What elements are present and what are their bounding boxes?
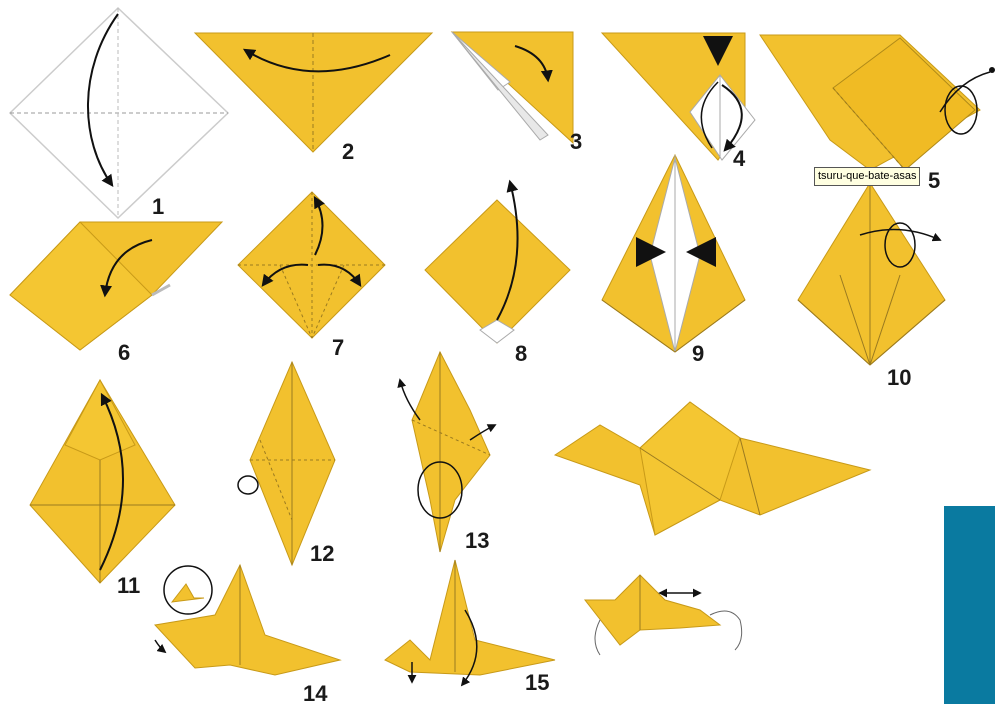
step-10-figure	[798, 183, 945, 365]
step-label-7: 7	[332, 337, 344, 359]
step-label-3: 3	[570, 131, 582, 153]
finished-crane-figure	[555, 402, 870, 535]
step-8-figure	[425, 182, 570, 343]
step-6-figure	[10, 222, 222, 350]
step-label-14: 14	[303, 683, 327, 705]
step-12-figure	[238, 362, 335, 565]
step-label-2: 2	[342, 141, 354, 163]
step-15-figure	[385, 560, 555, 685]
step-9-figure	[602, 155, 745, 352]
step-label-8: 8	[515, 343, 527, 365]
step-14-figure	[155, 565, 340, 675]
step-5-figure	[760, 35, 995, 170]
step-label-1: 1	[152, 196, 164, 218]
step-label-6: 6	[118, 342, 130, 364]
step-3-figure	[452, 32, 573, 143]
step-7-figure	[238, 192, 385, 338]
step-4-figure	[602, 33, 755, 160]
step-label-5: 5	[928, 170, 940, 192]
step-label-11: 11	[117, 575, 140, 597]
step-2-figure	[195, 33, 432, 152]
step-label-13: 13	[465, 530, 489, 552]
step-1-figure	[10, 8, 228, 218]
step-label-10: 10	[887, 367, 911, 389]
step-label-9: 9	[692, 343, 704, 365]
step-label-15: 15	[525, 672, 549, 694]
step-13-figure	[400, 352, 495, 552]
image-tooltip: tsuru-que-bate-asas	[814, 167, 920, 186]
flapping-bird-figure	[585, 575, 742, 655]
step-label-4: 4	[733, 148, 745, 170]
step-11-figure	[30, 380, 175, 583]
step-label-12: 12	[310, 543, 334, 565]
side-accent-panel	[944, 506, 995, 704]
